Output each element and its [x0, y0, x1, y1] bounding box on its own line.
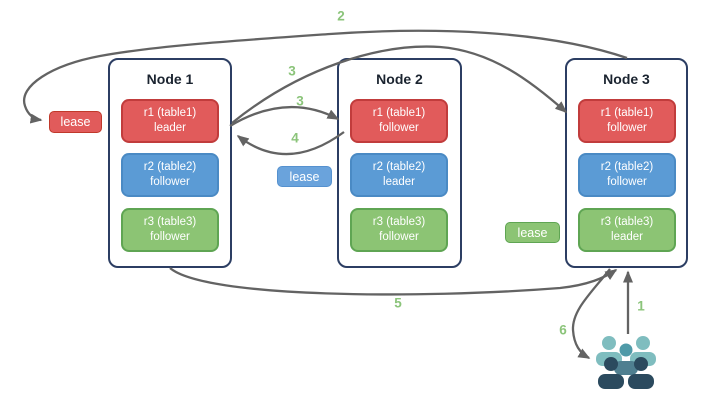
node-2-title: Node 2	[376, 71, 423, 87]
arrow-step-5	[169, 267, 618, 296]
replica-role: follower	[607, 122, 647, 134]
replica-role: follower	[150, 176, 190, 188]
node1-replica-r2: r2 (table2) follower	[121, 153, 219, 197]
lease-badge-table2: lease	[277, 166, 332, 187]
replica-role: follower	[379, 122, 419, 134]
node3-replica-r2: r2 (table2) follower	[578, 153, 676, 197]
node1-replica-r1: r1 (table1) leader	[121, 99, 219, 143]
lease-badge-table1: lease	[49, 111, 102, 133]
replica-name: r2 (table2)	[600, 160, 654, 173]
node-1-title: Node 1	[146, 71, 194, 87]
replica-name: r2 (table2)	[372, 160, 426, 173]
replica-role: follower	[150, 231, 190, 243]
replica-name: r1 (table1)	[372, 106, 426, 119]
step-label-5: 5	[394, 295, 402, 311]
node2-replica-r1: r1 (table1) follower	[350, 99, 448, 143]
replica-name: r2 (table2)	[143, 160, 197, 173]
replica-name: r1 (table1)	[143, 106, 197, 119]
replica-name: r3 (table3)	[143, 215, 197, 228]
arrow-step-3-to-node2	[229, 105, 340, 127]
step-label-1: 1	[637, 298, 645, 314]
replica-role: leader	[154, 122, 186, 134]
replica-name: r3 (table3)	[600, 215, 654, 228]
users-group-icon	[596, 336, 656, 389]
replica-role: follower	[607, 176, 647, 188]
lease-badge-table3: lease	[505, 222, 560, 243]
node2-replica-r2: r2 (table2) leader	[350, 153, 448, 197]
node-3-box: Node 3 r1 (table1) follower r2 (table2) …	[565, 58, 688, 268]
replica-name: r3 (table3)	[372, 215, 426, 228]
step-label-4: 4	[291, 130, 299, 146]
node3-replica-r1: r1 (table1) follower	[578, 99, 676, 143]
node-2-box: Node 2 r1 (table1) follower r2 (table2) …	[337, 58, 462, 268]
node1-replica-r3: r3 (table3) follower	[121, 208, 219, 252]
step-label-2: 2	[337, 8, 345, 24]
replica-name: r1 (table1)	[600, 106, 654, 119]
step-label-6: 6	[559, 322, 567, 338]
node3-replica-r3: r3 (table3) leader	[578, 208, 676, 252]
replica-role: leader	[383, 176, 415, 188]
node2-replica-r3: r3 (table3) follower	[350, 208, 448, 252]
replica-role: follower	[379, 231, 419, 243]
replica-role: leader	[611, 231, 643, 243]
step-label-3a: 3	[288, 63, 296, 79]
node-3-title: Node 3	[603, 71, 650, 87]
step-label-3b: 3	[296, 93, 304, 109]
node-1-box: Node 1 r1 (table1) leader r2 (table2) fo…	[108, 58, 232, 268]
